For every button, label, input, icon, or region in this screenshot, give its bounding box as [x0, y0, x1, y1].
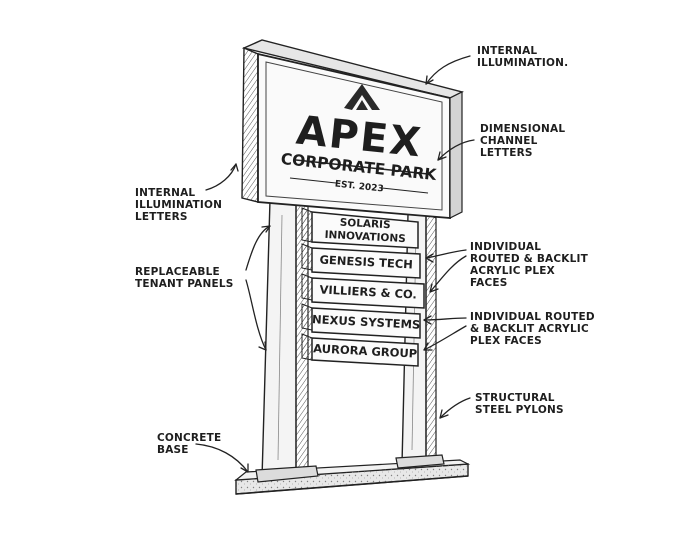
right-steel-pylon	[395, 213, 445, 469]
callout-line: INDIVIDUAL ROUTED	[470, 311, 595, 323]
callout-line: ROUTED & BACKLIT	[470, 253, 588, 265]
callout-line: STEEL PYLONS	[475, 404, 564, 416]
callout-line: FACES	[470, 277, 508, 289]
callout-line: DIMENSIONAL	[480, 123, 566, 135]
callout-internal-illumination: INTERNAL ILLUMINATION.	[477, 45, 568, 69]
callout-line: STRUCTURAL	[475, 392, 555, 404]
callout-line: TENANT PANELS	[135, 278, 234, 290]
callout-routed-backlit-plex-faces: INDIVIDUAL ROUTED & BACKLIT ACRYLIC PLEX…	[470, 311, 595, 347]
apex-logo-icon	[344, 84, 380, 110]
callout-concrete-base: CONCRETE BASE	[157, 432, 221, 456]
callout-line: ACRYLIC PLEX	[470, 265, 555, 277]
callout-routed-backlit-faces: INDIVIDUAL ROUTED & BACKLIT ACRYLIC PLEX…	[470, 241, 588, 289]
callout-line: CONCRETE	[157, 432, 222, 444]
tenant-panels: SOLARIS INNOVATIONS GENESIS TECH VILLIER…	[301, 207, 425, 367]
callout-replaceable-tenant-panels: REPLACEABLE TENANT PANELS	[135, 266, 234, 290]
tenant-panel: NEXUS SYSTEMS	[301, 303, 421, 339]
callout-line: & BACKLIT ACRYLIC	[470, 323, 589, 335]
callout-line: PLEX FACES	[470, 335, 542, 347]
callout-dimensional-channel-letters: DIMENSIONAL CHANNEL LETTERS	[480, 123, 565, 159]
tenant-3-name: VILLIERS & CO.	[319, 282, 417, 301]
callout-line: LETTERS	[135, 211, 188, 223]
left-steel-pylon	[255, 199, 319, 483]
callout-structural-steel-pylons: STRUCTURAL STEEL PYLONS	[475, 392, 564, 416]
callout-line: INTERNAL	[477, 45, 538, 57]
callout-internal-illumination-letters: INTERNAL ILLUMINATION LETTERS	[135, 187, 222, 223]
callout-line: INDIVIDUAL	[470, 241, 542, 253]
main-sign-cabinet: APEX CORPORATE PARK EST. 2023	[241, 39, 464, 219]
callout-line: BASE	[157, 444, 189, 456]
tenant-panel: VILLIERS & CO.	[301, 273, 425, 309]
tenant-1-line2: INNOVATIONS	[324, 229, 406, 245]
callout-line: ILLUMINATION	[135, 199, 223, 211]
tenant-4-name: NEXUS SYSTEMS	[312, 312, 421, 332]
tenant-2-name: GENESIS TECH	[319, 253, 413, 272]
tenant-5-name: AURORA GROUP	[313, 341, 418, 360]
callout-line: ILLUMINATION.	[477, 57, 569, 69]
callout-arrows	[195, 55, 475, 473]
tenant-panel: GENESIS TECH	[301, 243, 421, 279]
callout-line: INTERNAL	[135, 187, 196, 199]
callout-line: LETTERS	[480, 147, 533, 159]
tenant-panel: SOLARIS INNOVATIONS	[301, 207, 419, 249]
callout-line: CHANNEL	[480, 135, 538, 147]
tenant-1-line1: SOLARIS	[339, 217, 390, 232]
callout-line: REPLACEABLE	[135, 266, 220, 278]
tenant-panel: AURORA GROUP	[301, 333, 419, 367]
